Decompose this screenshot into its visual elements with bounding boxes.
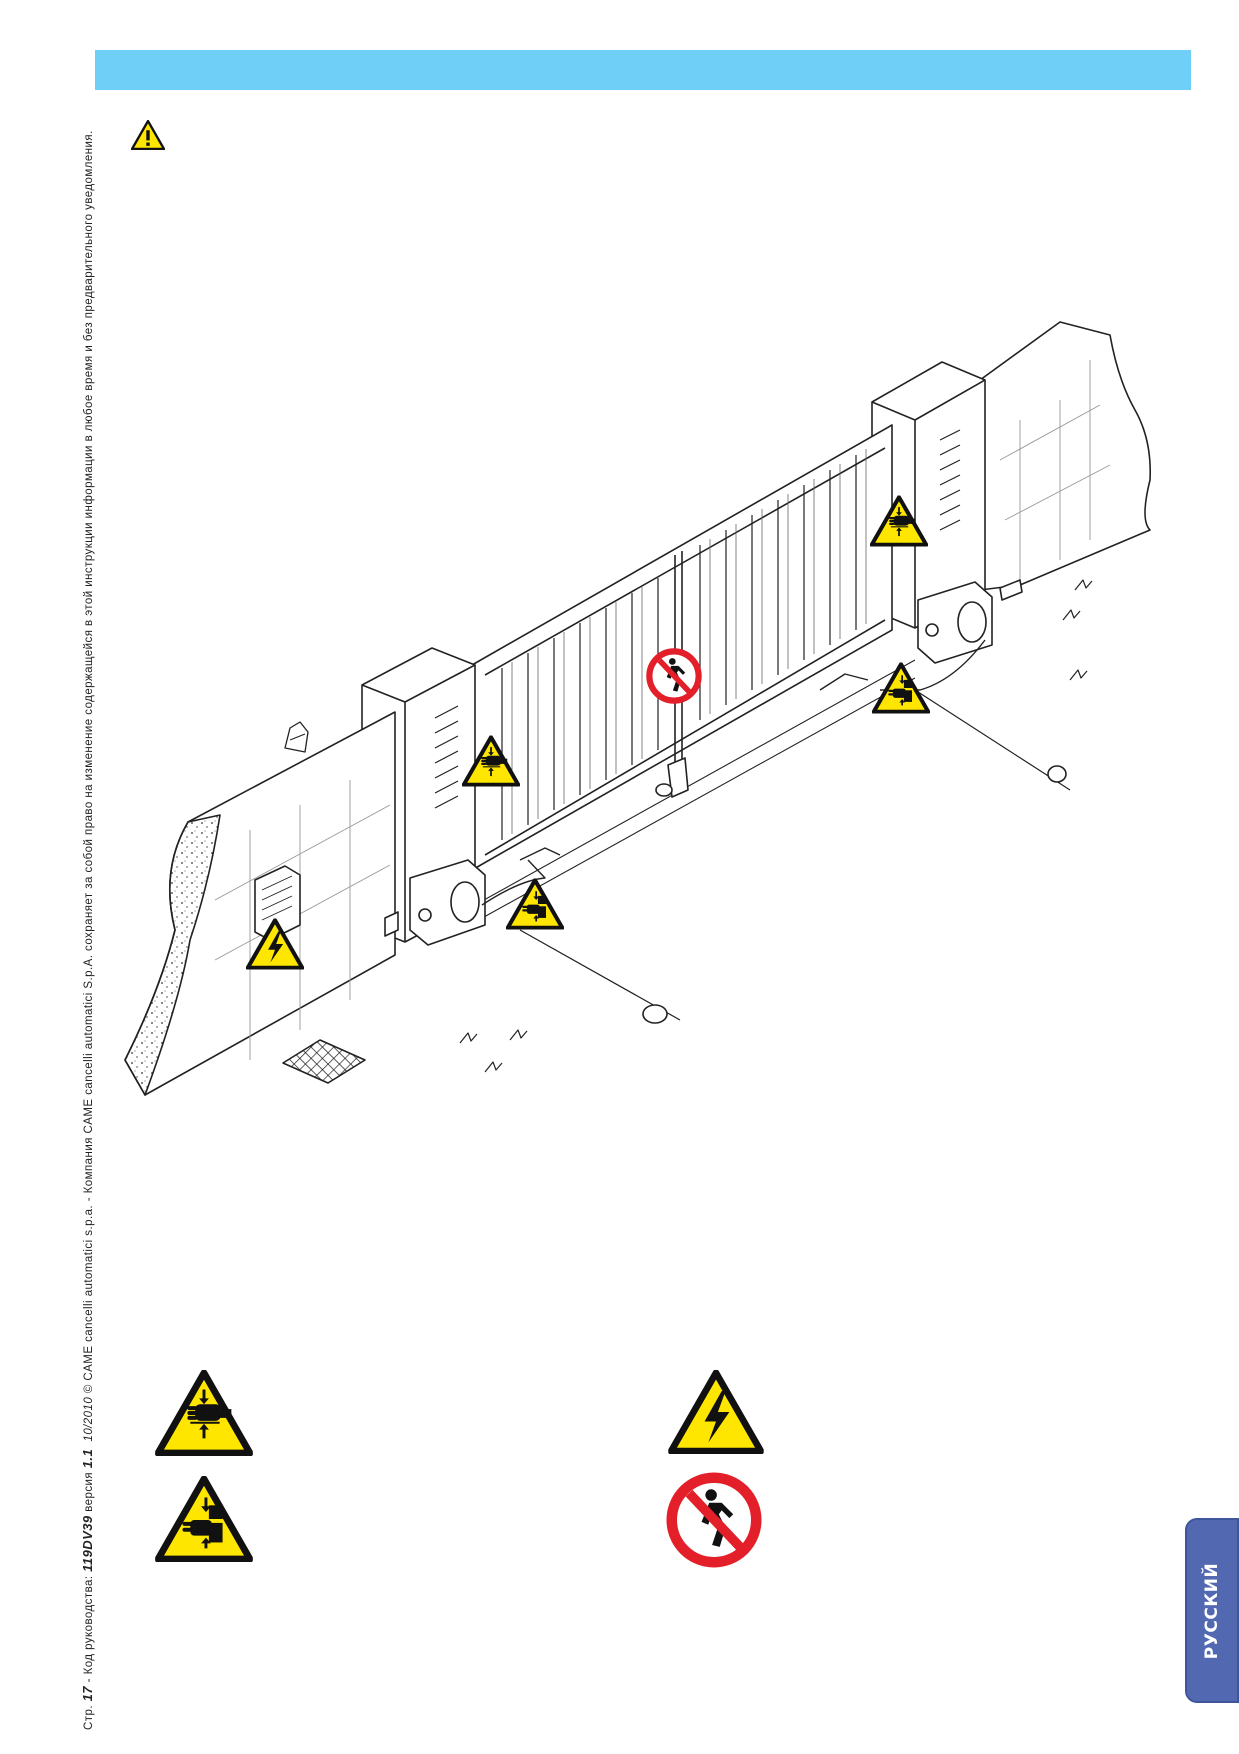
crush-hazard-sign-right-pillar bbox=[870, 495, 928, 547]
shear-hazard-sign-left-arm bbox=[506, 878, 564, 930]
no-pedestrian-sign-gate bbox=[646, 648, 702, 704]
language-tab-label: РУССКИЙ bbox=[1202, 1562, 1222, 1659]
language-tab[interactable]: РУССКИЙ bbox=[1185, 1518, 1239, 1703]
hand-shear-hazard-icon bbox=[155, 1476, 253, 1562]
crush-hazard-sign-left-pillar bbox=[462, 735, 520, 787]
warning-triangle-icon bbox=[131, 120, 165, 150]
hand-crush-hazard-icon bbox=[155, 1370, 253, 1456]
electric-shock-hazard-icon bbox=[668, 1370, 764, 1454]
shear-hazard-sign-right-arm bbox=[872, 662, 930, 714]
section-header-bar bbox=[95, 50, 1191, 90]
electric-hazard-sign-control-box bbox=[246, 918, 304, 970]
no-pedestrian-transit-icon bbox=[666, 1472, 762, 1568]
